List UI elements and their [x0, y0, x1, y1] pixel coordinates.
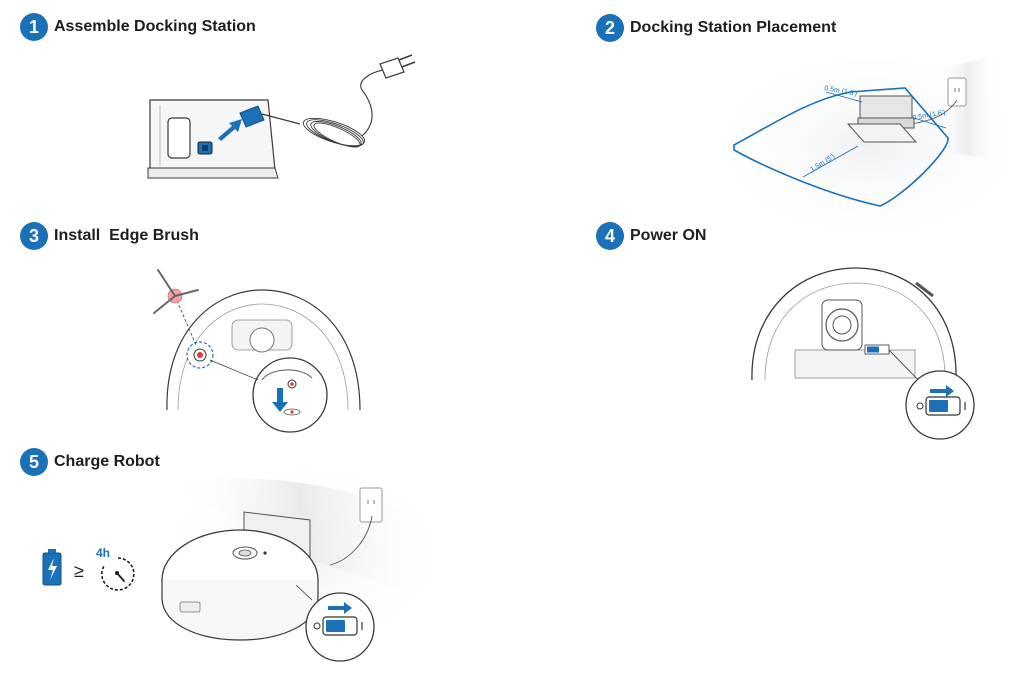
- step-2-number: 2: [596, 14, 624, 42]
- dock-assembly-illustration: [147, 54, 416, 179]
- step-5-title: Charge Robot: [54, 453, 160, 470]
- step-1-number: 1: [20, 13, 48, 41]
- greater-equal-symbol: ≥: [74, 561, 84, 581]
- charge-robot-illustration: ≥ 4h: [42, 470, 430, 662]
- step-4-header: 4 Power ON: [596, 222, 706, 250]
- dock-placement-illustration: 0.5m (1.6') 0.5m (1.6') 1.5m (5'): [730, 55, 1010, 230]
- step-1-title: Assemble Docking Station: [54, 18, 256, 35]
- charge-duration: 4h: [96, 546, 110, 560]
- power-on-illustration: [751, 267, 975, 440]
- step-2-header: 2 Docking Station Placement: [596, 14, 836, 42]
- edge-brush-illustration: [153, 269, 361, 433]
- cord-coil: [302, 117, 366, 148]
- step-2-title: Docking Station Placement: [630, 19, 837, 36]
- step-5-header: 5 Charge Robot: [20, 448, 160, 476]
- step-4-number: 4: [596, 222, 624, 250]
- step-3-number: 3: [20, 222, 48, 250]
- step-3-title: Install Edge Brush: [54, 227, 199, 244]
- step-1-header: 1 Assemble Docking Station: [20, 13, 256, 41]
- step-4-title: Power ON: [630, 227, 707, 244]
- step-3-header: 3 Install Edge Brush: [20, 222, 199, 250]
- step-5-number: 5: [20, 448, 48, 476]
